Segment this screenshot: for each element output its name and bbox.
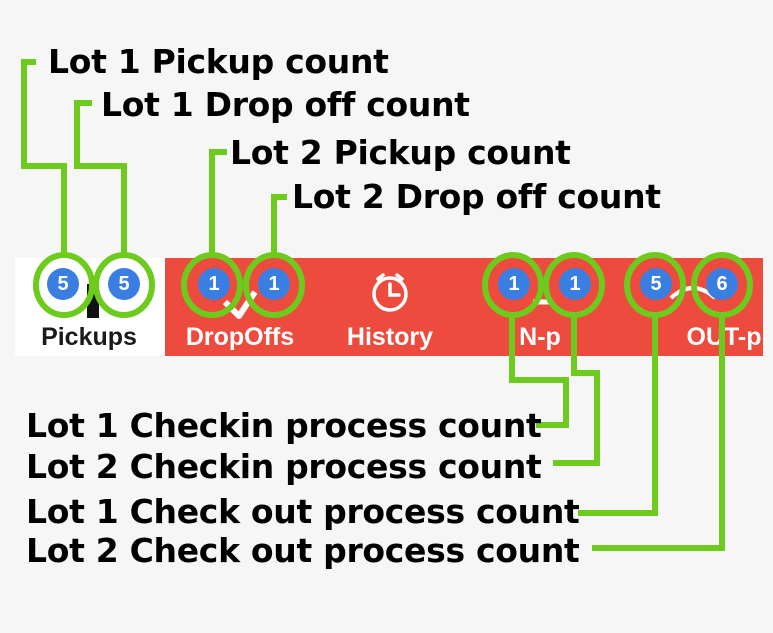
tab-label-checkin: N-p — [519, 323, 561, 351]
tab-history[interactable]: History — [315, 258, 465, 356]
badge-lot2-dropoff: 1 — [258, 268, 290, 300]
tab-checkin[interactable]: 1 1 N-p — [465, 258, 615, 356]
annotation-lot1-dropoff: Lot 1 Drop off count — [101, 85, 470, 124]
tab-label-dropoffs: DropOffs — [185, 323, 295, 351]
badge-lot1-dropoff: 1 — [198, 268, 230, 300]
annotation-lot2-pickup: Lot 2 Pickup count — [230, 133, 571, 172]
badge-lot1-pickup: 5 — [47, 268, 79, 300]
tab-label-pickups: Pickups — [41, 323, 137, 351]
car-icon — [87, 284, 99, 318]
callout-line-lot1-pickup — [21, 59, 67, 255]
annotation-lot1-checkin: Lot 1 Checkin process count — [26, 406, 542, 445]
badge-lot1-checkin: 1 — [498, 268, 530, 300]
badge-lot1-checkout: 5 — [640, 268, 672, 300]
annotation-lot2-dropoff: Lot 2 Drop off count — [292, 177, 661, 216]
badge-lot2-checkout: 6 — [706, 268, 738, 300]
badge-lot2-pickup: 5 — [108, 268, 140, 300]
tab-pickups[interactable]: 5 5 Pickups — [15, 258, 165, 356]
annotation-lot1-pickup: Lot 1 Pickup count — [48, 42, 389, 81]
annotation-lot1-checkout: Lot 1 Check out process count — [26, 492, 580, 531]
annotation-lot2-checkin: Lot 2 Checkin process count — [26, 447, 542, 486]
callout-line-lot2-pickup — [209, 149, 227, 255]
tab-checkout[interactable]: 5 6 OUT-p — [615, 258, 763, 356]
tab-label-history: History — [346, 323, 434, 351]
tab-dropoffs[interactable]: 1 1 DropOffs — [165, 258, 315, 356]
annotation-lot2-checkout: Lot 2 Check out process count — [26, 531, 580, 570]
badge-lot2-checkin: 1 — [559, 268, 591, 300]
callout-line-lot1-dropoff — [74, 100, 127, 255]
tab-label-checkout: OUT-p — [686, 323, 762, 351]
bottom-tab-bar: 5 5 Pickups 1 1 DropOffs History 1 1 N-p… — [15, 258, 763, 356]
callout-line-lot2-dropoff — [271, 194, 287, 255]
clock-icon — [372, 273, 408, 312]
